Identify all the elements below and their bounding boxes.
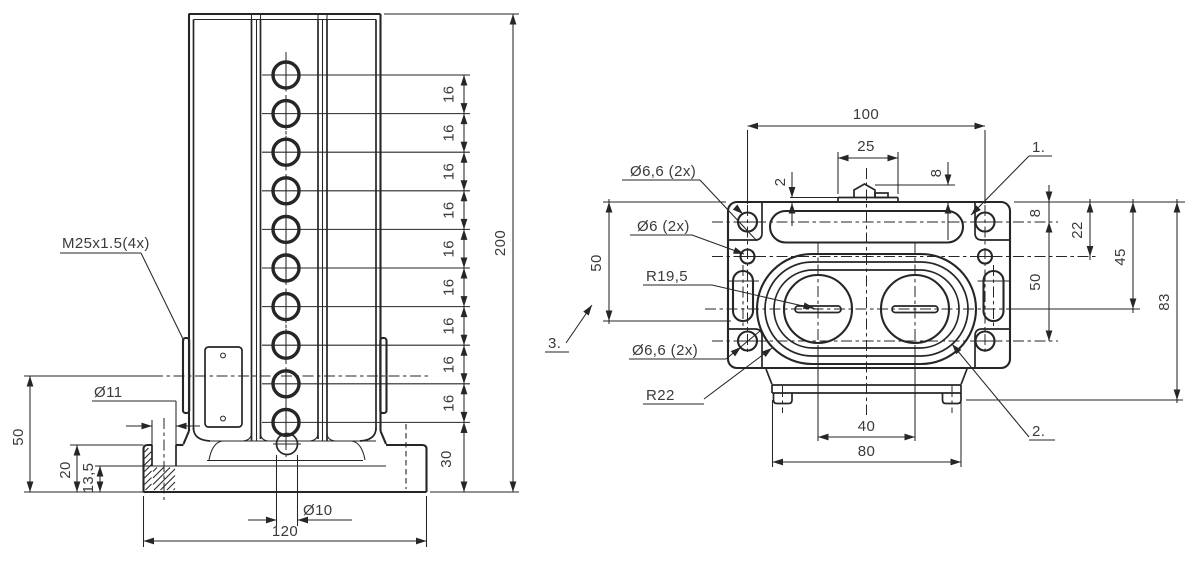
callout-corner-holes-bottom: Ø6,6 (2x): [632, 342, 698, 359]
centerlines: [705, 168, 1096, 415]
base: [142, 418, 428, 500]
dim-bottom-hole: Ø10: [303, 502, 333, 519]
front-view: 200 16 16 16 16 16 16 16 16 16 30 50 20 13,5 Ø11: [10, 12, 519, 547]
thread-callout: M25x1.5(4x): [62, 235, 150, 252]
dim-counterbore-depth: 13,5: [80, 463, 97, 494]
dimension-arrowheads: [26, 14, 1181, 545]
base-junction: [182, 427, 387, 462]
dim-foot-height: 20: [57, 461, 74, 479]
callout-corner-holes-top: Ø6,6 (2x): [630, 163, 696, 180]
dim-hole-span-h: 100: [853, 106, 879, 123]
dim-base-strip: 80: [858, 443, 876, 460]
dim-tab-height: 8: [928, 169, 945, 178]
note-2: 2.: [1032, 423, 1045, 440]
dim-slot-bottom-offset: 50: [588, 254, 605, 272]
dim-pitch-label: 16: [441, 394, 458, 412]
foot-left: [772, 393, 793, 405]
hole-column: [262, 58, 470, 439]
dim-pitch-label: 16: [441, 86, 458, 104]
callout-inner-radius: R19,5: [646, 268, 688, 285]
dim-pitch-label: 16: [441, 124, 458, 142]
dim-total-height: 200: [492, 230, 509, 256]
gland-boss-right: [379, 336, 388, 415]
dim-tab-step: 2: [772, 178, 789, 187]
dim-flange-axis-height: 50: [10, 428, 27, 446]
dim-pitch-label: 16: [441, 279, 458, 297]
note-3: 3.: [548, 335, 561, 352]
dim-base-width: 120: [272, 523, 298, 540]
nameplate: [204, 346, 243, 428]
callout-outer-radius: R22: [646, 387, 675, 404]
dim-pitch-label: 16: [441, 317, 458, 335]
dim-tab-width: 25: [857, 138, 875, 155]
dim-circle-centers: 40: [858, 418, 876, 435]
dim-pitch-label: 16: [441, 201, 458, 219]
dim-slot-center-offset: 45: [1112, 248, 1129, 266]
plate-outline: [726, 200, 1012, 370]
dim-top-hole-offset: 8: [1027, 209, 1044, 218]
dim-pitch-label: 16: [441, 163, 458, 181]
front-view-dimensions: 200 16 16 16 16 16 16 16 16 16 30 50 20 13,5 Ø11: [10, 13, 519, 547]
dim-bottom-offset: 30: [438, 450, 455, 468]
dim-base-hole: Ø11: [94, 384, 122, 401]
dim-pitch-label: 16: [441, 240, 458, 258]
callout-small-holes: Ø6 (2x): [637, 218, 690, 235]
column-rails: [250, 14, 328, 441]
bottom-strip: [765, 368, 968, 405]
dim-hole-span-v: 50: [1027, 273, 1044, 291]
dim-small-hole-offset: 22: [1069, 221, 1086, 239]
dim-total-depth: 83: [1156, 293, 1173, 311]
dim-pitch-label: 16: [441, 356, 458, 374]
nameplate-screw-top: [220, 352, 226, 359]
thread-callout-leader: [140, 252, 185, 342]
note-1: 1.: [1032, 139, 1045, 156]
section-hatching: [144, 447, 176, 491]
top-view-dimensions: 100 25 2 8 8 50 22 45: [545, 106, 1185, 467]
corner-pads: [728, 202, 1010, 368]
top-tab: [837, 183, 899, 202]
top-view: 100 25 2 8 8 50 22 45: [545, 106, 1185, 467]
nameplate-screw-bottom: [220, 415, 226, 422]
